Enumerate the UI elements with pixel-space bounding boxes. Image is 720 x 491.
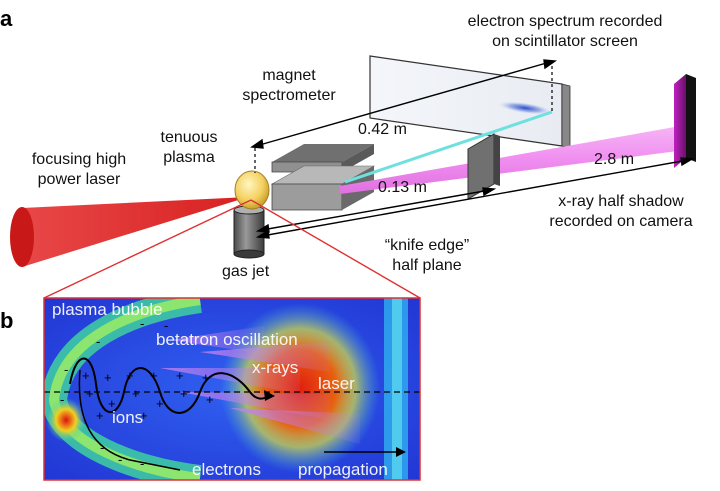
plasma-bubble-label: plasma bubble [52, 300, 163, 319]
gas-jet-nozzle [233, 205, 265, 259]
ion-charge-symbol: + [206, 392, 214, 407]
xray-shadow-label: x-ray half shadow recorded on camera [522, 192, 720, 232]
knife-edge-label-line1: “knife edge” [384, 237, 470, 254]
knife-edge-plate [467, 133, 500, 200]
plasma-simulation-panel [44, 298, 420, 480]
zoom-lines [43, 199, 421, 299]
betatron-label: betatron oscillation [156, 330, 298, 349]
xray-shadow-label-line2: recorded on camera [549, 213, 693, 230]
ion-charge-symbol: + [104, 370, 112, 385]
electron-spectrum-label-line1: electron spectrum recorded [467, 13, 663, 30]
panel-b-letter: b [0, 308, 14, 333]
electron-beam [344, 110, 553, 184]
ion-charge-symbol: + [86, 386, 94, 401]
ion-charge-symbol: + [126, 368, 134, 383]
magnet-label-line1: magnet [262, 67, 316, 84]
plasma-label: tenuous plasma [150, 128, 228, 168]
ion-charge-symbol: + [140, 408, 148, 423]
electron-charge-symbol: - [96, 334, 101, 349]
ion-charge-symbol: + [132, 386, 140, 401]
ion-charge-symbol: + [108, 396, 116, 411]
propagation-label: propagation [298, 460, 388, 479]
electron-spectrum-label: electron spectrum recorded on scintillat… [420, 12, 710, 52]
electron-charge-symbol: - [164, 318, 169, 333]
distance-28-label: 2.8 m [594, 151, 635, 168]
electron-charge-symbol: - [118, 452, 123, 467]
laser-label-line1: focusing high [31, 151, 127, 168]
ion-charge-symbol: + [176, 368, 184, 383]
laser-pulse-label: laser [318, 374, 355, 393]
electron-charge-symbol: - [140, 456, 145, 471]
laser-label-line2: power laser [37, 171, 121, 188]
distance-arrow-28 [255, 157, 695, 239]
ion-charge-symbol: + [180, 386, 188, 401]
distance-arrow-042 [250, 59, 557, 149]
ion-charge-symbol: + [96, 408, 104, 423]
magnet-label: magnet spectrometer [224, 66, 354, 106]
laser-label: focusing high power laser [4, 150, 154, 190]
xray-camera [674, 74, 696, 168]
electron-spectrum-label-line2: on scintillator screen [492, 33, 638, 50]
distance-arrow-013 [255, 187, 497, 233]
xray-shadow-label-line1: x-ray half shadow [558, 193, 684, 210]
ion-charge-symbol: + [202, 370, 210, 385]
knife-edge-label-line2: half plane [392, 257, 462, 274]
xrays-label: x-rays [252, 358, 299, 377]
ion-charge-symbol: + [150, 368, 158, 383]
gas-jet-label: gas jet [222, 263, 270, 280]
knife-edge-label: “knife edge” half plane [364, 236, 490, 276]
ions-label: ions [112, 408, 144, 427]
panel-b-border [43, 297, 421, 481]
electron-charge-symbol: - [60, 392, 65, 407]
panel-a-letter: a [0, 6, 13, 31]
plasma-bulb [234, 170, 270, 210]
distance-013-label: 0.13 m [378, 179, 427, 196]
distance-042-label: 0.42 m [358, 121, 407, 138]
ion-charge-symbol: + [156, 396, 164, 411]
plasma-label-line1: tenuous [160, 129, 218, 146]
electrons-label: electrons [192, 460, 261, 479]
electron-charge-symbol: - [140, 316, 145, 331]
xray-beam [340, 125, 686, 194]
magnet-label-line2: spectrometer [242, 87, 336, 104]
ion-charge-symbol: + [82, 368, 90, 383]
electron-charge-symbol: - [100, 440, 105, 455]
plasma-label-line2: plasma [163, 149, 215, 166]
electron-charge-symbol: - [64, 362, 69, 377]
laser-cone [10, 197, 248, 267]
